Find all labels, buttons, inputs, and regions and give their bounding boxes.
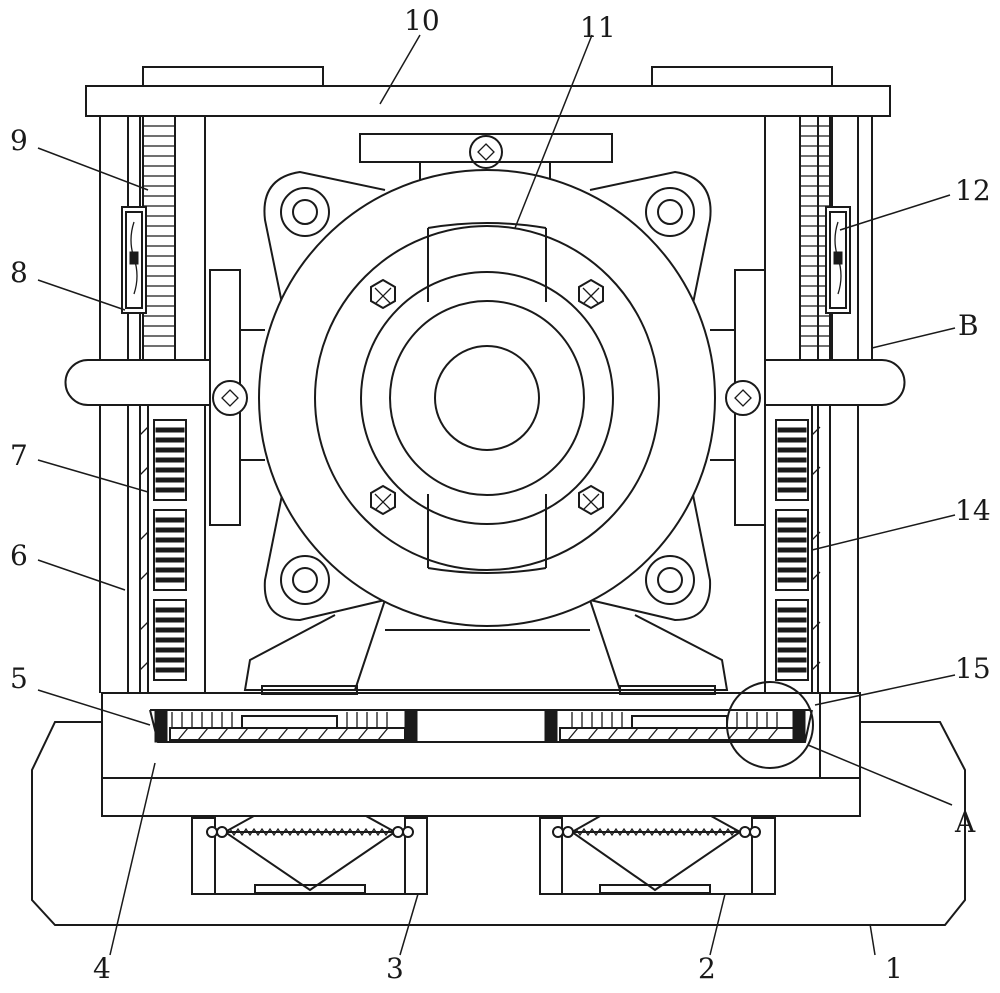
- label-10: 10: [404, 4, 440, 37]
- callout-labels: 1 2 3 4 5 6 7 8 9 10 11 12 14 15 A B: [10, 4, 991, 985]
- label-8: 8: [10, 256, 28, 289]
- label-2: 2: [698, 952, 716, 985]
- label-b: B: [958, 309, 979, 342]
- rack-left: [142, 115, 176, 361]
- label-4: 4: [93, 952, 111, 985]
- base-plate: [31, 721, 966, 926]
- label-a: A: [954, 806, 976, 839]
- label-1: 1: [885, 952, 903, 985]
- top-plate: [85, 66, 891, 117]
- detail-circle-a: [726, 681, 814, 769]
- bottom-plate: [128, 685, 830, 743]
- motor-mount: [243, 133, 729, 691]
- label-11: 11: [580, 11, 616, 44]
- label-9: 9: [10, 124, 28, 157]
- motor-clamp-arms: [209, 269, 766, 526]
- lower-frame: [101, 692, 861, 817]
- side-bar-right: [759, 359, 906, 406]
- spring-stack-left: [139, 405, 187, 693]
- label-3: 3: [386, 952, 404, 985]
- label-6: 6: [10, 539, 28, 572]
- label-12: 12: [955, 174, 991, 207]
- motor-hex-nuts: [370, 278, 604, 516]
- spring-stack-right: [775, 405, 821, 693]
- label-15: 15: [955, 652, 991, 685]
- side-bar-left: [64, 359, 216, 406]
- fan-right: [825, 206, 851, 314]
- fan-left: [121, 206, 147, 314]
- motor-bolts: [280, 187, 695, 605]
- leader-lines: [37, 34, 956, 956]
- label-5: 5: [10, 662, 28, 695]
- motor-housing: [258, 169, 716, 627]
- label-7: 7: [10, 439, 28, 472]
- label-14: 14: [955, 494, 991, 527]
